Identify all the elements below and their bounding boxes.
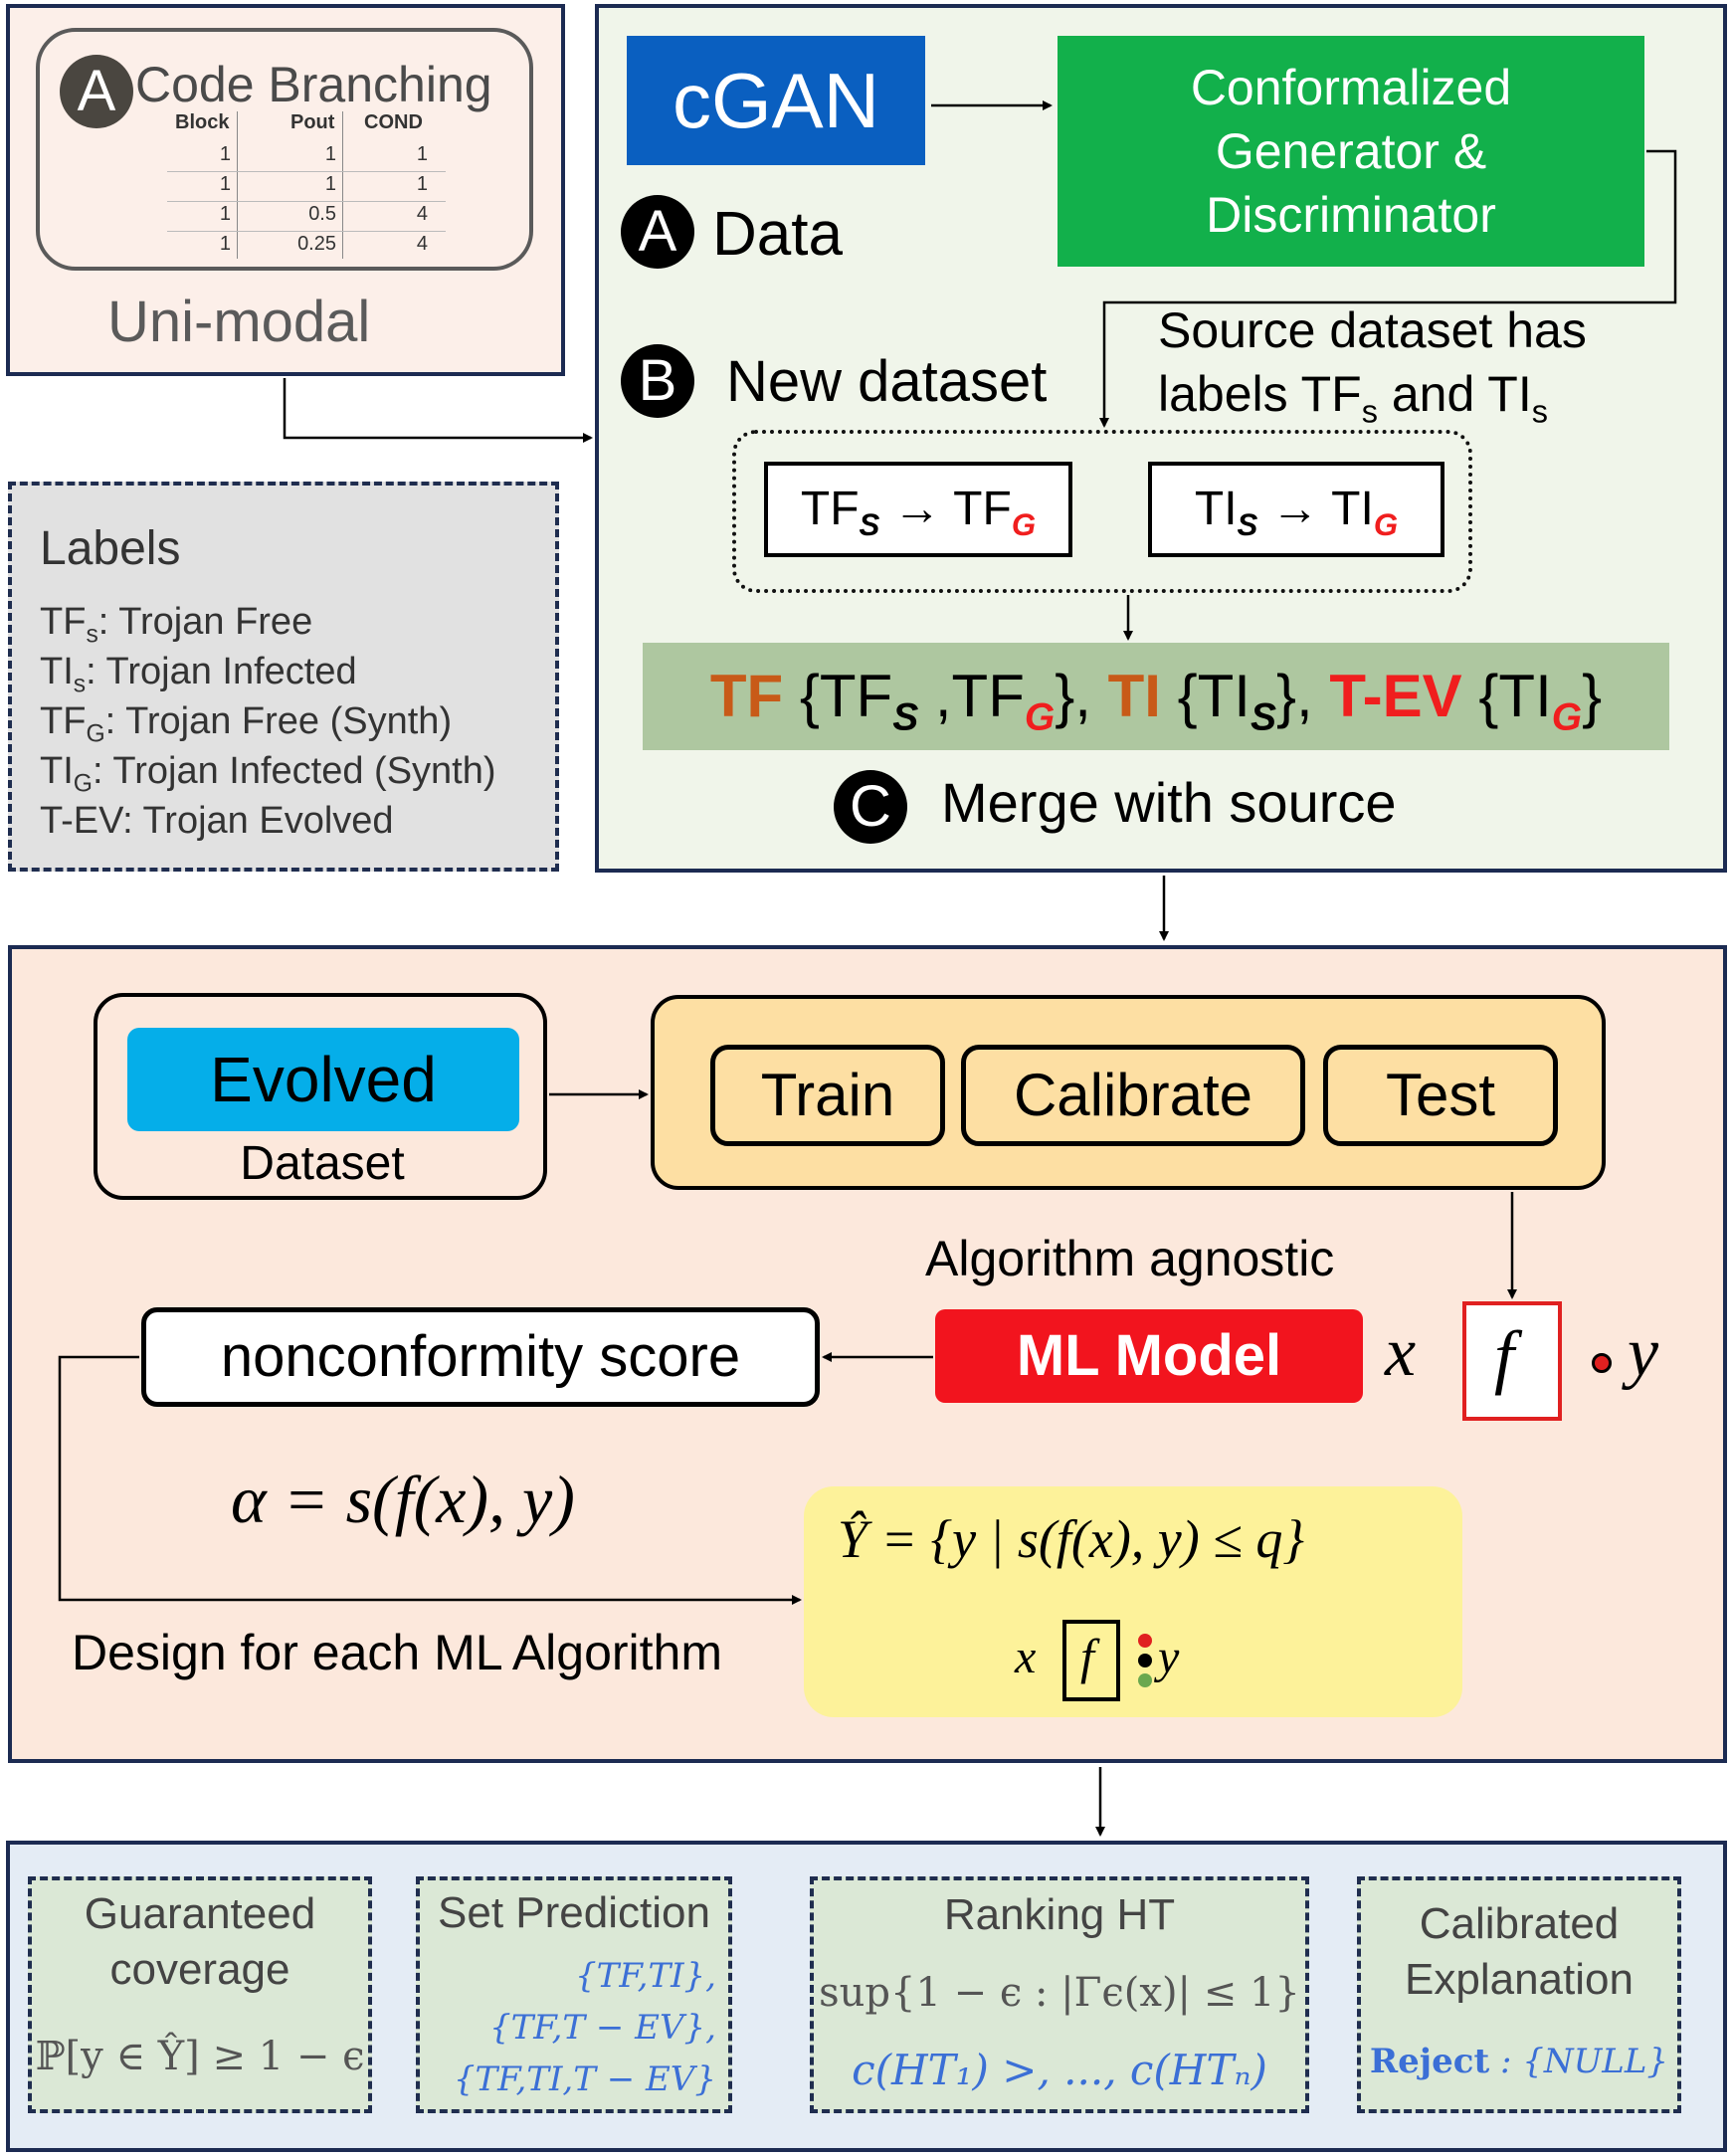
table-header-cond: COND <box>364 111 423 133</box>
table-header-pout: Pout <box>290 111 335 133</box>
algorithm-note: Algorithm agnostic <box>925 1231 1335 1286</box>
green-dot-icon <box>1138 1673 1152 1687</box>
card-title-line: Explanation <box>1405 1955 1634 2004</box>
evolved-box: Evolved <box>127 1028 519 1131</box>
coverage-formula: ℙ[y ∈ Ŷ] ≥ 1 − ϵ <box>35 2034 365 2079</box>
badge-a-data: A <box>621 195 694 269</box>
calibrated-explanation-card <box>1357 1876 1681 2113</box>
table-cell: 1 <box>416 173 428 195</box>
labels-heading: Labels <box>40 522 181 575</box>
table-cell: 0.5 <box>308 203 336 225</box>
mini-y-symbol: y <box>1158 1631 1180 1683</box>
labels-legend <box>8 482 559 872</box>
label-item: TIs: Trojan Infected <box>40 651 357 698</box>
reject-formula: Reject : {NULL} <box>1369 2042 1669 2081</box>
generator-line: Generator & <box>1215 123 1487 179</box>
table-cell: 1 <box>324 143 336 165</box>
step-a-label: Data <box>712 200 843 269</box>
alpha-formula: α = s(f(x), y) <box>231 1462 575 1537</box>
mini-x-symbol: x <box>1015 1631 1037 1683</box>
tf-mapping-box: TFS → TFG <box>764 462 1072 557</box>
step-b-label: New dataset <box>726 349 1048 414</box>
ranking-ht-title: Ranking HT <box>943 1890 1176 1939</box>
mapping-container <box>732 430 1472 593</box>
label-item: TIG: Trojan Infected (Synth) <box>40 750 496 798</box>
table-cell: 4 <box>416 203 428 225</box>
set-item: {TF,T − EV}, <box>488 2008 716 2048</box>
table-divider <box>167 231 446 232</box>
badge-b-new-dataset: B <box>621 344 694 418</box>
card-title-line: coverage <box>109 1945 290 1994</box>
split-card <box>651 995 1606 1190</box>
test-box[interactable]: Test <box>1323 1045 1558 1146</box>
ranking-ht-card <box>810 1876 1309 2113</box>
table-cell: 1 <box>219 233 231 255</box>
y-symbol: y <box>1628 1314 1659 1391</box>
table-cell: 0.25 <box>297 233 336 255</box>
arrow-unimodal-to-cgan <box>283 378 593 443</box>
code-branching-title: Code Branching <box>135 57 492 112</box>
set-prediction-formulas: {TF,TI}, {TF,T − EV}, {TF,TI,T − EV} <box>416 1950 716 2105</box>
table-cell: 1 <box>416 143 428 165</box>
table-divider <box>342 111 343 259</box>
set-prediction-card <box>416 1876 732 2113</box>
guaranteed-coverage-title: Guaranteed coverage <box>28 1886 372 1998</box>
table-cell: 1 <box>219 203 231 225</box>
ranking-sup-formula: sup{1 − ϵ : |Γϵ(x)| ≤ 1} <box>819 1970 1300 2016</box>
table-cell: 1 <box>324 173 336 195</box>
source-note: Source dataset has labels TFs and TIs <box>1158 298 1587 430</box>
badge-a-unimodal: A <box>60 55 133 128</box>
set-formula: Ŷ = {y | s(f(x), y) ≤ q} <box>838 1509 1304 1569</box>
table-cell: 1 <box>219 173 231 195</box>
ranking-order-formula: c(HT₁) >, ..., c(HTₙ) <box>852 2046 1267 2094</box>
label-item: TFs: Trojan Free <box>40 601 313 649</box>
set-item: {TF,TI}, <box>575 1956 716 1996</box>
ti-mapping-box: TIS → TIG <box>1148 462 1444 557</box>
label-item: T-EV: Trojan Evolved <box>40 800 394 842</box>
table-divider <box>167 201 446 202</box>
badge-c-merge: C <box>834 770 907 844</box>
generator-line: Conformalized <box>1190 60 1512 115</box>
mini-f-box <box>1062 1620 1120 1701</box>
f-symbol: f <box>1494 1316 1515 1396</box>
red-dot-icon <box>1138 1634 1152 1648</box>
card-title-line: Guaranteed <box>84 1889 316 1938</box>
merge-bar: TF {TFS ,TFG}, TI {TIS}, T-EV {TIG} <box>643 643 1669 750</box>
table-cell: 4 <box>416 233 428 255</box>
generator-line: Discriminator <box>1206 187 1496 243</box>
red-dot-icon <box>1592 1353 1612 1373</box>
calibrated-explanation-title: Calibrated Explanation <box>1357 1896 1681 2008</box>
cgan-box: cGAN <box>627 36 925 165</box>
x-symbol: x <box>1385 1314 1417 1391</box>
card-title-line: Calibrated <box>1419 1899 1620 1948</box>
label-item: TFG: Trojan Free (Synth) <box>40 700 453 748</box>
table-divider <box>237 111 238 259</box>
step-c-label: Merge with source <box>941 771 1397 834</box>
design-note: Design for each ML Algorithm <box>72 1625 723 1680</box>
calibrate-box[interactable]: Calibrate <box>961 1045 1305 1146</box>
table-divider <box>167 171 446 172</box>
f-box <box>1462 1301 1562 1421</box>
source-note-line1: Source dataset has <box>1158 302 1587 358</box>
nonconformity-box: nonconformity score <box>141 1307 820 1407</box>
ml-model-box: ML Model <box>935 1309 1363 1403</box>
prediction-set-box <box>804 1486 1462 1717</box>
set-prediction-title: Set Prediction <box>438 1888 710 1937</box>
dataset-label: Dataset <box>240 1137 405 1190</box>
table-header-block: Block <box>175 111 230 133</box>
table-cell: 1 <box>219 143 231 165</box>
black-dot-icon <box>1138 1654 1152 1667</box>
source-note-line2: labels TFs and TIs <box>1158 366 1548 430</box>
guaranteed-coverage-card <box>28 1876 372 2113</box>
set-item: {TF,TI,T − EV} <box>453 2059 716 2099</box>
labels-list: TFs: Trojan Free TIs: Trojan Infected TF… <box>40 597 496 846</box>
generator-box: Conformalized Generator & Discriminator <box>1058 36 1644 267</box>
branch-table: Block Pout COND 1 1 1 1 1 1 1 0.5 4 1 0.… <box>167 107 446 259</box>
unimodal-caption: Uni-modal <box>107 290 371 354</box>
mini-f-symbol: f <box>1080 1629 1094 1684</box>
train-box[interactable]: Train <box>710 1045 945 1146</box>
